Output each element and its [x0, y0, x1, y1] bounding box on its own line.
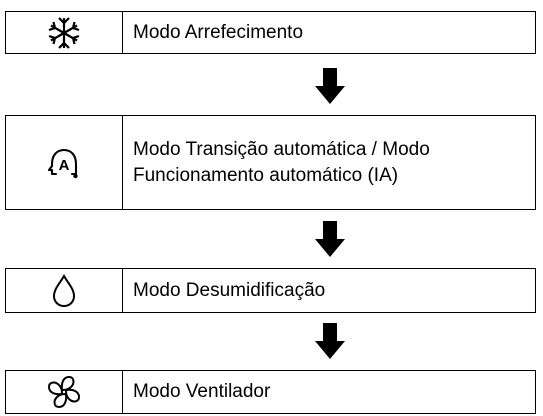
mode-box-dry: Modo Desumidificação — [5, 268, 536, 313]
mode-label: Modo Desumidificação — [133, 279, 326, 301]
mode-label: Modo Arrefecimento — [133, 21, 304, 43]
mode-label: Modo Ventilador — [133, 381, 271, 402]
water-drop-icon — [52, 273, 76, 307]
mode-icon-cell — [6, 371, 123, 413]
fan-icon — [48, 376, 80, 408]
mode-icon-cell: A — [6, 116, 123, 209]
arrow-down-icon — [315, 323, 345, 359]
mode-box-cooling: Modo Arrefecimento — [5, 11, 536, 54]
mode-box-auto: A Modo Transição automática / Modo Funci… — [5, 115, 536, 210]
mode-box-fan: Modo Ventilador — [5, 370, 536, 414]
auto-mode-icon: A — [47, 148, 78, 178]
arrow-down-icon — [315, 68, 345, 104]
arrow-down-icon — [315, 221, 345, 257]
mode-icon-cell — [6, 269, 123, 312]
mode-label: Modo Transição automática / Modo Funcion… — [133, 138, 430, 186]
svg-text:A: A — [59, 157, 70, 174]
snowflake-icon — [48, 16, 80, 49]
mode-icon-cell — [6, 12, 123, 53]
